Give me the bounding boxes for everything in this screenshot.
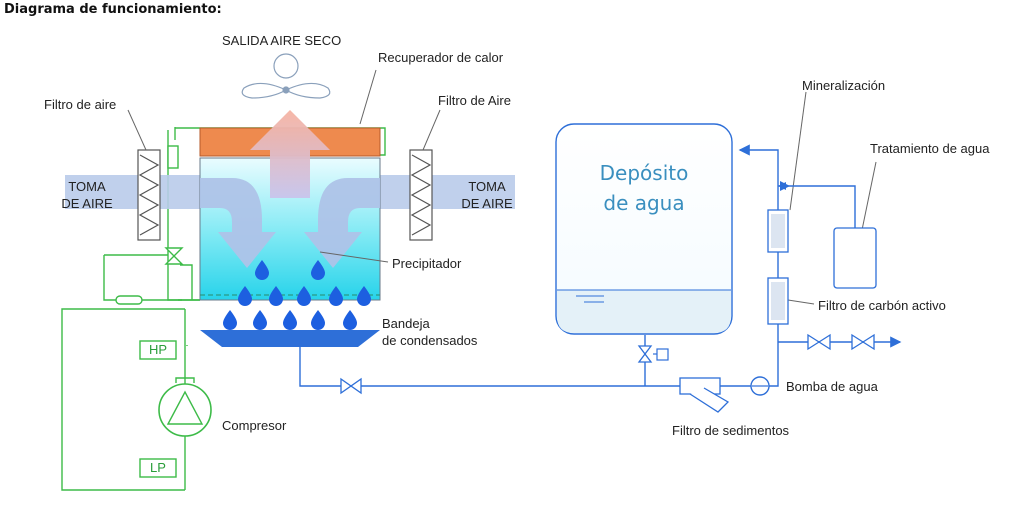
water-drop-icon (297, 286, 311, 306)
label-hp: HP (148, 342, 168, 357)
water-drop-icon (311, 260, 325, 280)
label-precipitador: Precipitador (392, 256, 462, 271)
capillary-filter (167, 145, 179, 169)
drain-valve-actuator (656, 348, 669, 361)
expansion-valve-icon (164, 247, 184, 265)
label-deposito-2: de agua (603, 191, 685, 215)
receiver-icon (115, 295, 143, 305)
label-filtro-carbon: Filtro de carbón activo (818, 298, 946, 313)
label-recuperador: Recuperador de calor (378, 50, 504, 65)
condensate-drops (223, 260, 371, 330)
water-drop-icon (329, 286, 343, 306)
label-lp: LP (150, 460, 166, 475)
page-title: Diagrama de funcionamiento: (4, 2, 222, 17)
label-toma-aire-left-1: TOMA (68, 179, 106, 194)
water-drop-icon (223, 310, 237, 330)
fan-icon (241, 53, 331, 99)
leader-lines (127, 69, 877, 305)
label-bandeja-2: de condensados (382, 333, 478, 348)
air-flow-left-arrow (200, 178, 276, 268)
air-filter-left (137, 149, 161, 241)
cartridge-texture (771, 214, 785, 320)
label-tratamiento: Tratamiento de agua (870, 141, 990, 156)
air-filter-right (409, 149, 433, 241)
air-flow-right-arrow (304, 178, 380, 268)
label-toma-aire-right-2: DE AIRE (461, 196, 513, 211)
condensate-tray (200, 330, 380, 347)
label-bandeja-1: Bandeja (382, 316, 430, 331)
arrow-head-feed (780, 181, 790, 191)
water-drop-icon (283, 310, 297, 330)
compressor-triangle-icon (166, 390, 204, 425)
hp-switch-box (139, 340, 177, 360)
mineralization-cartridge (767, 209, 789, 253)
label-mineralizacion: Mineralización (802, 78, 886, 93)
label-filtro-aire-left: Filtro de aire (44, 97, 117, 112)
water-tank (555, 123, 733, 335)
water-drop-icon (253, 310, 267, 330)
label-toma-aire-left-2: DE AIRE (61, 196, 113, 211)
lp-switch-box (139, 458, 177, 478)
label-deposito-1: Depósito (599, 161, 689, 185)
water-drop-icon (269, 286, 283, 306)
valve-icon (851, 333, 875, 351)
water-treatment-unit (833, 227, 877, 289)
label-bomba: Bomba de agua (786, 379, 878, 394)
label-toma-aire-right-1: TOMA (468, 179, 506, 194)
valve-icon (340, 377, 362, 395)
air-intake-left (65, 175, 200, 209)
water-drop-icon (311, 310, 325, 330)
sediment-filter-icon (679, 377, 730, 413)
label-salida-aire-seco: SALIDA AIRE SECO (222, 33, 342, 48)
tank-water-level (557, 290, 731, 333)
air-intake-right (380, 175, 515, 209)
compressor-neck (175, 377, 195, 383)
label-compresor: Compresor (222, 418, 287, 433)
water-drop-icon (238, 286, 252, 306)
water-drop-icon (357, 286, 371, 306)
label-filtro-aire-right: Filtro de Aire (438, 93, 511, 108)
label-filtro-sedimentos: Filtro de sedimentos (672, 423, 790, 438)
drain-valve-icon (637, 345, 653, 363)
compressor-icon (158, 383, 212, 437)
dry-air-arrow (250, 110, 330, 198)
water-drop-icon (343, 310, 357, 330)
water-circuit (299, 144, 902, 387)
water-drop-icon (255, 260, 269, 280)
carbon-filter-cartridge (767, 277, 789, 325)
valve-icon (807, 333, 831, 351)
